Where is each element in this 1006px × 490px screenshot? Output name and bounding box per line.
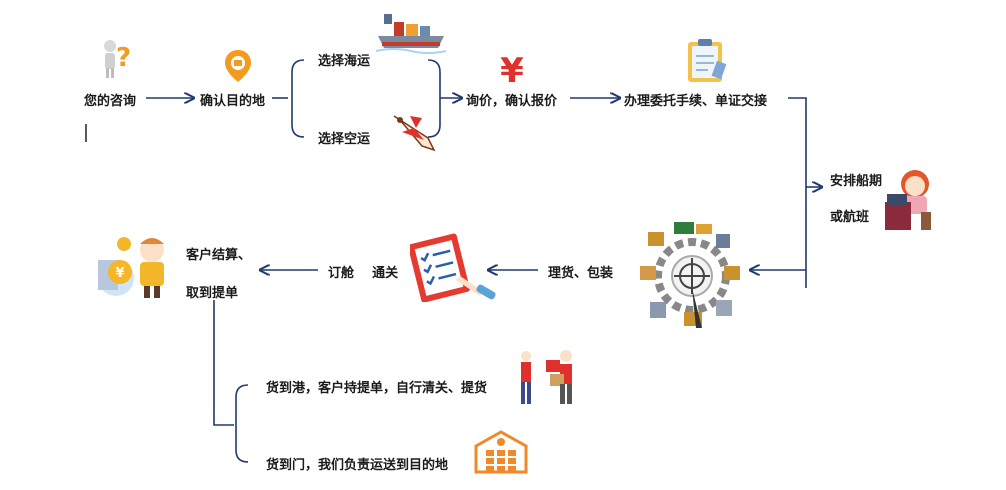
fork-left-bracket <box>291 59 305 138</box>
step-sea-label: 选择海运 <box>318 54 371 69</box>
cargo-ship-icon <box>376 14 446 54</box>
step-schedule-label-2: 或航班 <box>830 210 870 225</box>
location-pin-icon <box>225 50 251 82</box>
question-person-icon: ? <box>104 40 131 78</box>
clipboard-icon <box>688 39 727 82</box>
airplane-icon <box>393 115 436 152</box>
step-settle-label-1: 客户结算、 <box>186 248 252 263</box>
line-settle-down <box>213 300 234 426</box>
logistics-wheel-icon <box>640 222 740 328</box>
warehouse-icon <box>474 430 528 474</box>
step-packing-label: 理货、包装 <box>548 266 614 281</box>
line-entrust-down <box>788 97 807 288</box>
yen-icon: ¥ <box>500 52 524 88</box>
delivery-people-icon <box>521 350 572 404</box>
step-schedule-label-1: 安排船期 <box>830 174 883 189</box>
svg-text:¥: ¥ <box>115 266 124 281</box>
step-door-label: 货到门，我们负责运送到目的地 <box>266 458 449 473</box>
step-entrust-label: 办理委托手续、单证交接 <box>624 94 768 109</box>
step-quote-label: 询价，确认报价 <box>466 94 558 109</box>
svg-text:?: ? <box>116 43 131 73</box>
bottom-fork-bracket <box>235 384 249 463</box>
checklist-icon <box>410 233 496 302</box>
step-booking-label: 订舱 通关 <box>328 266 399 281</box>
step-destination-label: 确认目的地 <box>200 94 266 109</box>
step-consult-label: 您的咨询 <box>84 94 137 109</box>
businessman-coins-icon: ¥ <box>98 237 164 298</box>
operator-girl-icon <box>885 170 931 230</box>
svg-text:¥: ¥ <box>500 52 524 88</box>
step-port-label: 货到港，客户持提单，自行清关、提货 <box>266 381 488 396</box>
step-settle-label-2: 取到提单 <box>186 286 239 301</box>
step-air-label: 选择空运 <box>318 132 371 147</box>
